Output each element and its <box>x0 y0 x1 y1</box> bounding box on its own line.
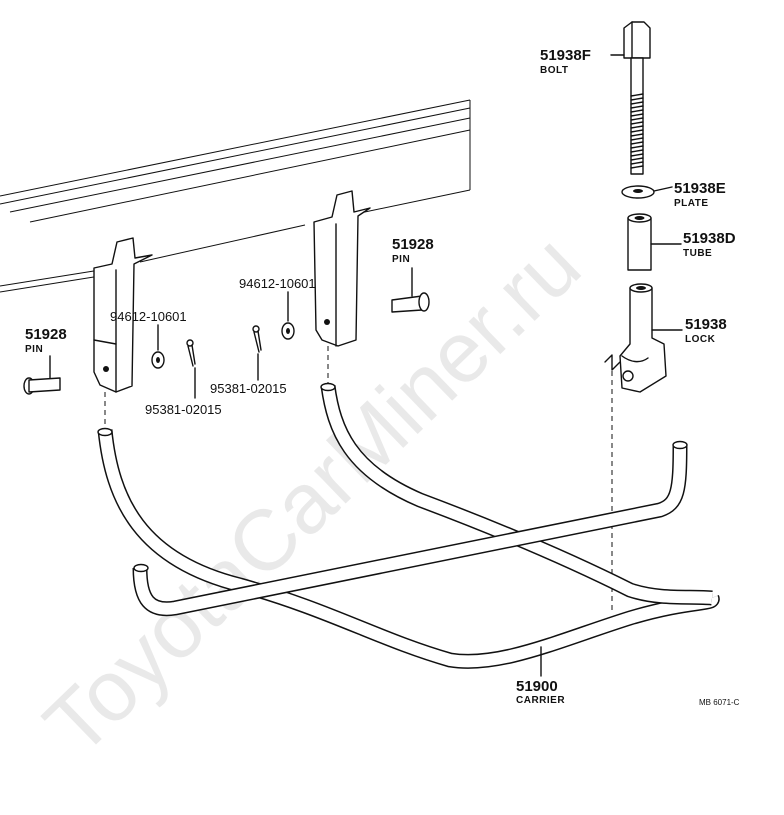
pin-left-part <box>23 355 61 395</box>
bolt-part <box>610 21 651 175</box>
carrier-part-number: 51900 <box>516 678 558 695</box>
carrier-label: CARRIER <box>516 695 565 706</box>
pin-right-part <box>391 267 430 313</box>
vehicle-frame <box>0 99 471 293</box>
washer-left-part <box>151 324 165 369</box>
plate-part <box>621 185 673 199</box>
tube-label: TUBE <box>683 248 712 259</box>
callout-lock: 51938 LOCK <box>685 316 727 345</box>
diagram-code: MB 6071-C <box>699 698 740 707</box>
washer-right-part-number: 94612-10601 <box>239 276 316 291</box>
alignment-lines <box>104 346 613 612</box>
cotter-left-part-number: 95381-02015 <box>145 402 222 417</box>
callout-bolt: 51938F BOLT <box>540 47 591 76</box>
cotter-pin-right-part <box>252 325 262 381</box>
pin-left-label: PIN <box>25 344 43 355</box>
lock-part-number: 51938 <box>685 316 727 333</box>
cotter-right-part-number: 95381-02015 <box>210 381 287 396</box>
pin-left-part-number: 51928 <box>25 326 67 343</box>
plate-part-number: 51938E <box>674 180 726 197</box>
washer-right-part <box>281 291 295 340</box>
callout-pin-left: 51928 PIN <box>25 326 67 355</box>
bolt-label: BOLT <box>540 65 568 76</box>
plate-label: PLATE <box>674 198 709 209</box>
callout-carrier: 51900 CARRIER <box>516 678 565 706</box>
pin-right-label: PIN <box>392 254 410 265</box>
hanger-bracket-right <box>313 190 371 347</box>
callout-plate: 51938E PLATE <box>674 180 726 209</box>
carrier-frame <box>97 382 720 677</box>
tube-part <box>627 213 682 271</box>
callout-pin-right: 51928 PIN <box>392 236 434 265</box>
tube-part-number: 51938D <box>683 230 736 247</box>
lock-part <box>604 283 683 393</box>
callout-tube: 51938D TUBE <box>683 230 736 259</box>
cotter-pin-left-part <box>186 339 196 399</box>
washer-left-part-number: 94612-10601 <box>110 309 187 324</box>
lock-label: LOCK <box>685 334 716 345</box>
pin-right-part-number: 51928 <box>392 236 434 253</box>
hanger-bracket-left <box>93 237 153 393</box>
bolt-part-number: 51938F <box>540 47 591 64</box>
